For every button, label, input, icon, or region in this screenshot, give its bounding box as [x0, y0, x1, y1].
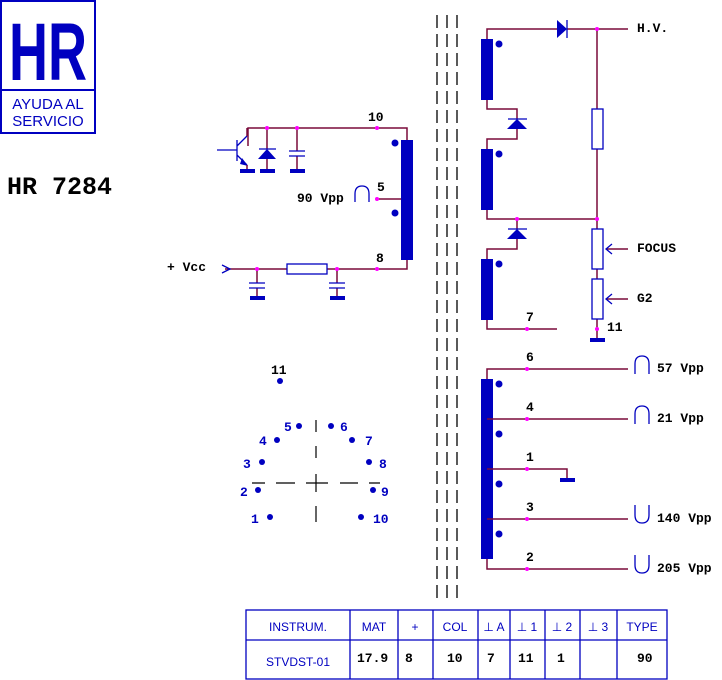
pin-label: 3 — [526, 500, 534, 515]
diode-icon — [507, 229, 527, 239]
table-header: COL — [443, 620, 468, 634]
hv-label: H.V. — [637, 21, 668, 36]
pin-label: 4 — [526, 400, 534, 415]
input-arrow-icon — [221, 264, 232, 274]
diode-icon — [507, 119, 527, 129]
pulse-icon — [634, 355, 650, 374]
capacitor-icon — [249, 269, 265, 300]
table-cell: 7 — [487, 651, 495, 666]
pin-label: 10 — [368, 110, 384, 125]
pin-label: 6 — [526, 350, 534, 365]
table-header: ⊥ A — [483, 620, 504, 634]
pin-number: 11 — [271, 363, 287, 378]
pulse-icon — [634, 555, 650, 574]
pin-number: 4 — [259, 434, 267, 449]
logo-line1: AYUDA AL — [12, 96, 83, 113]
resistor-icon — [286, 263, 328, 275]
pin-label: 1 — [526, 450, 534, 465]
table-cell: 10 — [447, 651, 463, 666]
signal-label: 21 Vpp — [657, 411, 704, 426]
capacitor-icon — [289, 128, 305, 173]
diode-icon — [258, 128, 276, 173]
pin-number: 8 — [379, 457, 387, 472]
signal-label: 57 Vpp — [657, 361, 704, 376]
pin-number: 1 — [251, 512, 259, 527]
pin-number: 3 — [243, 457, 251, 472]
resistor-icon — [591, 108, 604, 150]
hv-section: H.V. FOCUS G2 11 7 — [481, 20, 676, 342]
logo: HR AYUDA AL SERVICIO — [0, 0, 96, 134]
signal-label: 140 Vpp — [657, 511, 712, 526]
g2-label: G2 — [637, 291, 653, 306]
pin-number: 2 — [240, 485, 248, 500]
pin-label: 8 — [376, 251, 384, 266]
signal-label: 205 Vpp — [657, 561, 712, 576]
table-header: ⊥ 1 — [517, 620, 538, 634]
supply-label: + Vcc — [167, 260, 206, 275]
table-header: INSTRUM. — [269, 620, 327, 634]
table-cell: 11 — [518, 651, 534, 666]
ground-icon — [560, 478, 575, 482]
pin-number: 10 — [373, 512, 389, 527]
pulse-icon — [634, 505, 650, 524]
focus-label: FOCUS — [637, 241, 676, 256]
hv-winding — [481, 39, 493, 100]
pin-number: 7 — [365, 434, 373, 449]
pin-number: 6 — [340, 420, 348, 435]
table-cell: STVDST-01 — [266, 655, 330, 669]
focus-potentiometer — [591, 228, 604, 270]
pin-label: 2 — [526, 550, 534, 565]
secondary-section: 6 4 1 3 2 57 Vpp 21 Vpp 140 Vpp 205 Vpp — [481, 350, 712, 576]
table-cell: 1 — [557, 651, 565, 666]
pin-number: 5 — [284, 420, 292, 435]
pin-number: 9 — [381, 485, 389, 500]
wiper-arrow-icon — [604, 243, 613, 305]
primary-circuit: 10 5 8 90 Vpp + Vcc — [167, 110, 413, 300]
logo-letters: HR — [9, 7, 87, 98]
transistor-icon — [217, 128, 255, 173]
pin-label: 11 — [607, 320, 623, 335]
signal-label: 90 Vpp — [297, 191, 344, 206]
table-header: MAT — [362, 620, 387, 634]
primary-winding — [401, 140, 413, 260]
table-header: + — [411, 620, 418, 634]
diode-icon — [557, 20, 567, 38]
spec-table: INSTRUM. MAT + COL ⊥ A ⊥ 1 ⊥ 2 ⊥ 3 TYPE … — [245, 609, 668, 680]
table-header: ⊥ 2 — [552, 620, 573, 634]
transformer-core — [436, 15, 458, 600]
pulse-icon — [354, 185, 370, 202]
table-cell: 90 — [637, 651, 653, 666]
polarity-dot — [391, 209, 399, 217]
logo-line2: SERVICIO — [12, 113, 83, 130]
hv-winding — [481, 259, 493, 320]
pinout-diagram: 1 2 3 4 5 6 7 8 9 10 11 — [240, 363, 389, 527]
pin-label: 7 — [526, 310, 534, 325]
hv-winding — [481, 149, 493, 210]
table-header: TYPE — [626, 620, 657, 634]
model-title: HR 7284 — [7, 173, 112, 202]
pulse-icon — [634, 405, 650, 424]
table-cell: 17.9 — [357, 651, 388, 666]
table-cell: 8 — [405, 651, 413, 666]
polarity-dot — [391, 139, 399, 147]
pin-label: 5 — [377, 180, 385, 195]
ground-icon — [590, 338, 605, 342]
capacitor-icon — [329, 269, 345, 300]
g2-potentiometer — [591, 278, 604, 320]
table-header: ⊥ 3 — [588, 620, 609, 634]
